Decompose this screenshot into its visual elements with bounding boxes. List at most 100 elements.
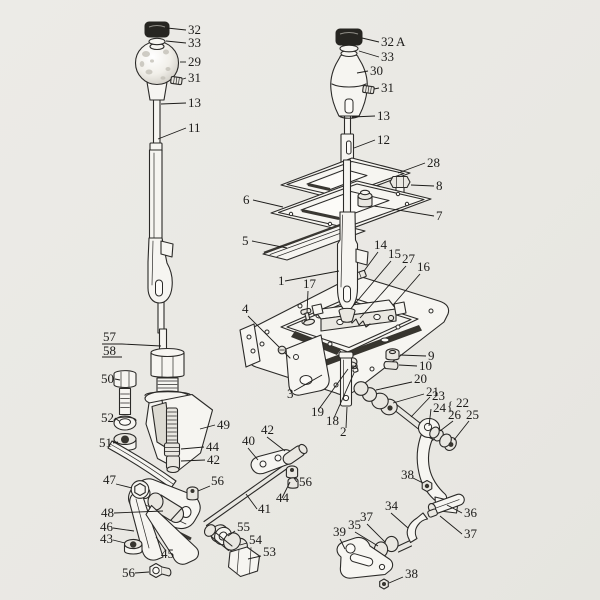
knob-button-32	[144, 21, 170, 38]
rod-41	[203, 462, 291, 527]
leader-line-37-right	[439, 515, 463, 535]
part-label-37-right: 37	[464, 526, 478, 541]
part-label-49: 49	[217, 417, 230, 432]
set-screw-31-right	[362, 84, 375, 95]
leader-line-33-right	[358, 50, 380, 58]
part-label-46: 46	[100, 519, 114, 534]
leader-line-17	[306, 290, 309, 314]
leader-line-7	[373, 205, 435, 217]
leader-line-11	[157, 127, 187, 140]
leader-line-21	[392, 393, 425, 404]
part-label-16: 16	[417, 259, 431, 274]
leader-line-47	[115, 483, 133, 489]
leader-line-25	[453, 420, 470, 441]
part-label-20: 20	[414, 371, 427, 386]
leader-line-41	[245, 493, 258, 510]
leader-line-27	[359, 265, 407, 319]
bolt-50	[113, 370, 137, 389]
part-label-32a: 32	[381, 34, 394, 49]
part-label-29: 29	[188, 54, 201, 69]
leader-line-37-left	[366, 523, 386, 543]
leader-line-3	[293, 374, 323, 392]
part-label-45: 45	[161, 546, 174, 561]
part-label-47: 47	[103, 472, 117, 487]
leader-line-33-left	[165, 40, 187, 44]
part-label-40: 40	[242, 433, 255, 448]
part-label-53: 53	[263, 544, 276, 559]
leader-line-57	[121, 343, 162, 347]
part-label-19: 19	[311, 404, 324, 419]
part-label-14: 14	[374, 237, 388, 252]
part-label-54: 54	[249, 532, 263, 547]
leader-line-23	[410, 396, 431, 418]
part-label-51: 51	[99, 435, 112, 450]
part-label-34: 34	[385, 498, 399, 513]
leader-line-56-a	[197, 485, 211, 492]
set-screw-31-left	[170, 75, 183, 86]
part-label-25: 25	[466, 407, 479, 422]
pin-37-right	[427, 508, 438, 518]
leader-line-19	[318, 368, 349, 410]
leader-line-35	[354, 531, 379, 547]
leader-line-31-left	[182, 77, 187, 80]
part-label-15: 15	[388, 246, 401, 261]
leader-line-34	[390, 512, 409, 529]
part-label-52: 52	[101, 410, 114, 425]
leader-line-38-upper	[412, 477, 424, 484]
link-45	[145, 504, 199, 565]
part-label-31-right: 31	[381, 80, 394, 95]
spring-27	[348, 316, 371, 328]
part-label-23: 23	[432, 388, 445, 403]
part-label-27: 27	[402, 251, 416, 266]
leader-line-28	[397, 162, 426, 174]
part-label-56-b: 56	[299, 474, 313, 489]
bolt-53	[227, 546, 261, 578]
clip-10	[383, 360, 399, 371]
leader-line-14	[363, 251, 379, 272]
leader-line-16	[392, 273, 421, 306]
leader-line-40	[247, 447, 259, 461]
knob-30	[330, 53, 368, 117]
part-label-48: 48	[101, 505, 114, 520]
leader-line-46	[112, 527, 135, 532]
part-label-7: 7	[436, 208, 443, 223]
part-label-43: 43	[100, 531, 113, 546]
part-label-brace-22: {	[447, 398, 453, 413]
part-label-42-upper: 42	[207, 452, 220, 467]
leader-line-52	[114, 417, 120, 422]
part-label-35: 35	[348, 517, 361, 532]
leader-line-43	[112, 539, 126, 544]
part-label-21: 21	[426, 384, 439, 399]
part-label-32: 32	[188, 22, 201, 37]
leader-line-51	[112, 441, 119, 444]
tube-11	[148, 149, 163, 241]
lever-blade-main	[336, 211, 369, 323]
part-label-33-right: 33	[381, 49, 394, 64]
part-label-37-left: 37	[360, 509, 374, 524]
part-label-1: 1	[278, 273, 285, 288]
leader-line-39	[339, 538, 346, 550]
leader-line-48	[113, 510, 164, 514]
part-label-36: 36	[464, 505, 478, 520]
flange-3	[285, 334, 330, 396]
base-plate-assembly	[239, 269, 450, 396]
leader-line-15	[352, 260, 392, 307]
part-label-4: 4	[242, 301, 249, 316]
leader-line-44-upper	[180, 446, 205, 450]
part-label-8: 8	[436, 178, 443, 193]
leader-line-18	[333, 372, 355, 419]
selector-lever-group	[336, 493, 465, 590]
shaft-13-left	[152, 96, 161, 146]
leader-line-54	[239, 542, 248, 546]
leader-line-36	[446, 504, 463, 514]
part-label-38-upper: 38	[401, 467, 414, 482]
part-label-31-left: 31	[188, 70, 201, 85]
leader-line-9	[399, 354, 427, 357]
part-label-55: 55	[237, 519, 250, 534]
leader-line-56-b	[293, 477, 298, 483]
part-label-50: 50	[101, 371, 114, 386]
leader-line-30	[356, 70, 369, 74]
leader-line-42-upper	[180, 459, 206, 462]
leader-line-2	[345, 406, 348, 429]
bushing-15	[338, 307, 356, 323]
